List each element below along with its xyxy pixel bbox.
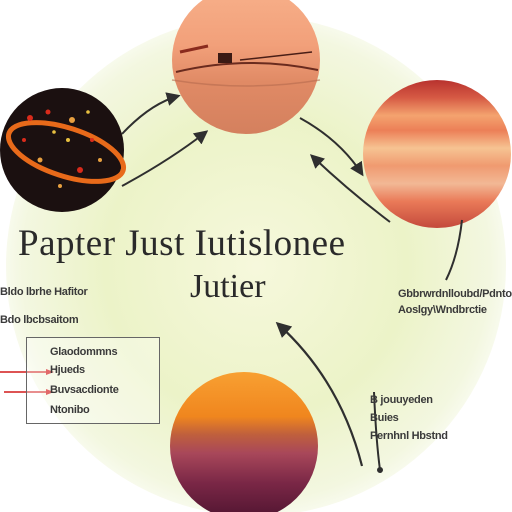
planet-striped bbox=[363, 80, 511, 228]
arrow-right-down bbox=[373, 391, 381, 471]
legend-pointers bbox=[0, 369, 54, 395]
right-bottom-label-2: Buies bbox=[370, 412, 399, 424]
legend-line-1: Glaodommns bbox=[50, 346, 118, 358]
arrow-striped-in bbox=[309, 154, 391, 223]
legend-line-2: Hjueds bbox=[50, 364, 85, 376]
arrow-striped-line bbox=[445, 219, 463, 281]
right-bottom-label-1: B jouuyeden bbox=[370, 394, 433, 406]
left-label-2: Bdo lbcbsaitom bbox=[0, 314, 79, 326]
right-label-1: Gbbrwrdnlloubd/Pdnto bbox=[398, 288, 512, 300]
right-label-2: Aoslgy\Wndbrctie bbox=[398, 304, 487, 316]
legend-line-3: Buvsacdionte bbox=[50, 384, 119, 396]
left-label-1: Bldo lbrhe Hafitor bbox=[0, 286, 88, 298]
planet-dark-ringed bbox=[0, 88, 127, 212]
arrow-bottom-up bbox=[275, 321, 364, 467]
planet-top bbox=[171, 0, 321, 134]
legend-line-4: Ntonibo bbox=[50, 404, 90, 416]
diagram-title-line2: Jutier bbox=[190, 268, 266, 305]
arrow-to-dark bbox=[121, 130, 209, 187]
arrow-top-to-striped bbox=[299, 117, 364, 177]
diagram-title-line1: Papter Just Iutislonee bbox=[18, 223, 346, 264]
cycle-arrows bbox=[121, 92, 463, 473]
arrow-dot bbox=[377, 467, 383, 473]
planet-sunset bbox=[170, 372, 318, 512]
right-bottom-label-3: Pernhnl Hbstnd bbox=[370, 430, 448, 442]
arrow-dark-to-top bbox=[121, 92, 181, 135]
legend-box bbox=[26, 337, 160, 424]
